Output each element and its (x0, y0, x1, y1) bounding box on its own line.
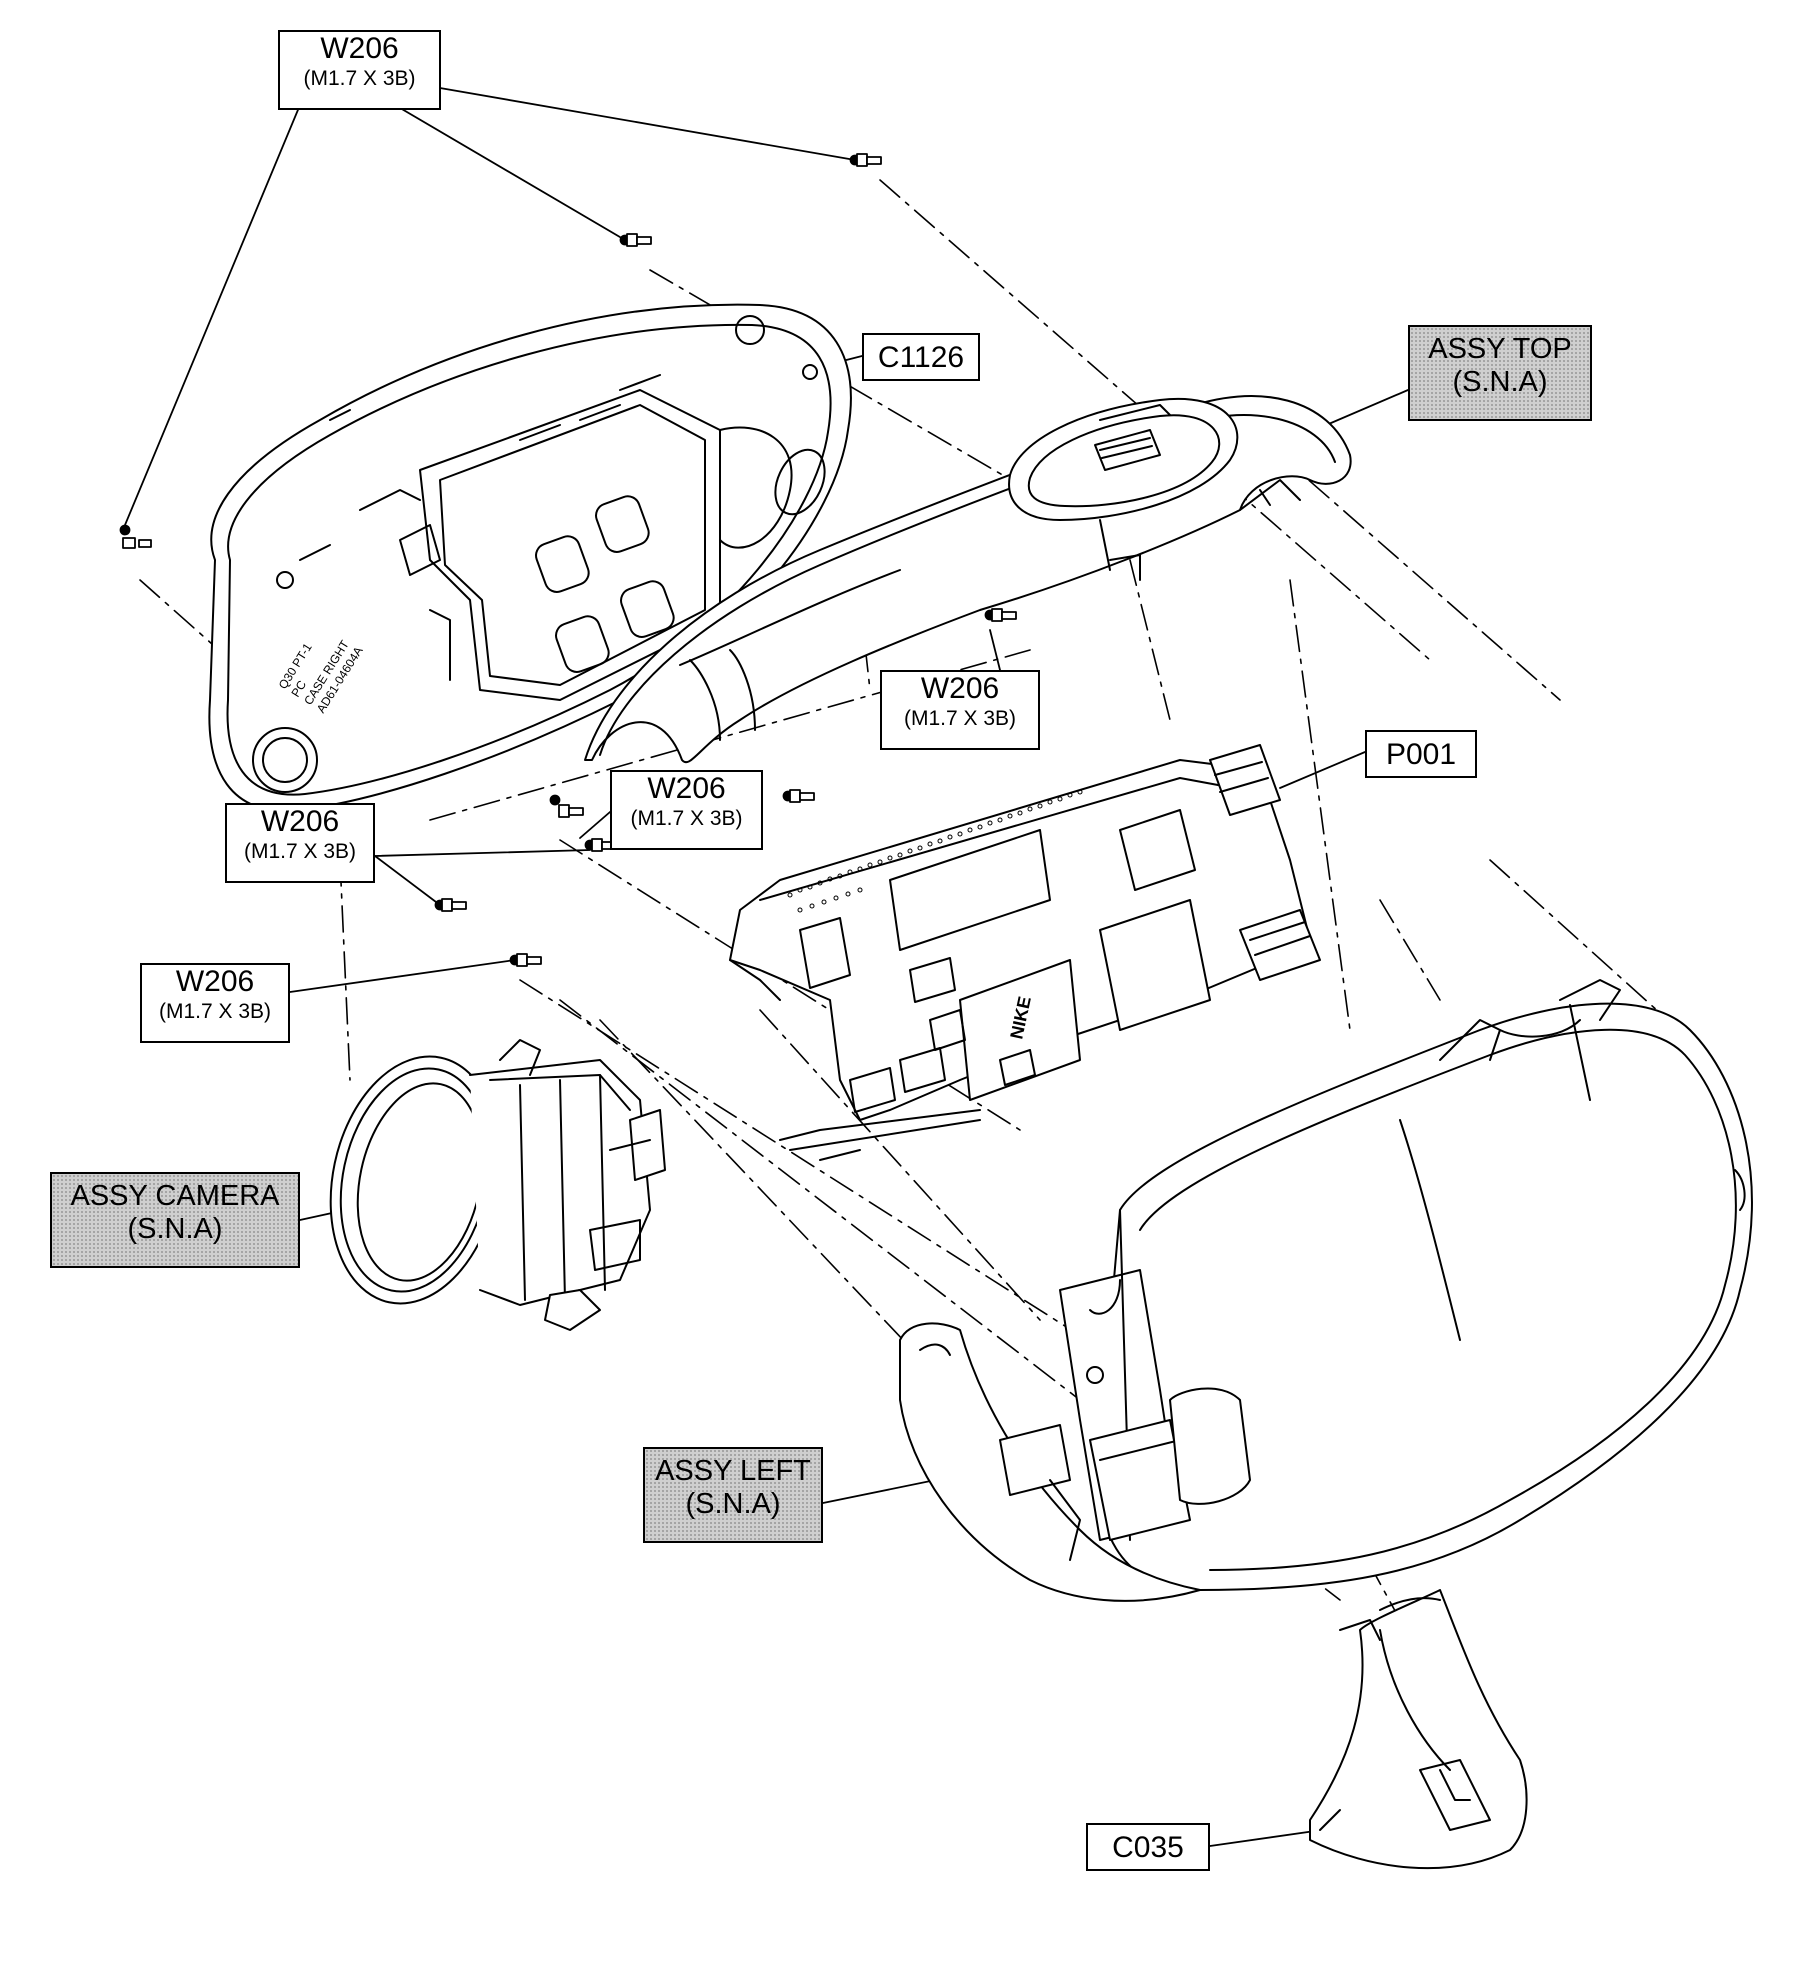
label-w206-mid-right: W206 (M1.7 X 3B) (880, 670, 1040, 750)
label-code: W206 (647, 772, 726, 805)
label-c1126: C1126 (862, 333, 980, 381)
label-w206-lower-left: W206 (M1.7 X 3B) (140, 963, 290, 1043)
screw-left (434, 898, 467, 912)
screw-center-c (782, 789, 815, 803)
label-p001: P001 (1365, 730, 1477, 778)
screw-top-right (849, 153, 882, 167)
assy-left-part (899, 979, 1753, 1602)
pcb-holes (787, 789, 1083, 913)
assy-camera-part (329, 1039, 666, 1331)
screw-mid-right (984, 608, 1017, 622)
pcb-p001-part: NIKE (729, 744, 1321, 1161)
label-assy-camera: ASSY CAMERA (S.N.A) (50, 1172, 300, 1268)
label-code: W206 (920, 672, 1000, 705)
label-code: ASSY TOP (1428, 333, 1572, 365)
screw-top-left (119, 524, 152, 549)
screw-top-mid (619, 233, 652, 247)
label-code: C035 (1112, 1831, 1184, 1864)
screw-center-a (549, 794, 584, 818)
c035-part (1309, 1589, 1528, 1870)
label-spec: (M1.7 X 3B) (903, 706, 1017, 730)
label-w206-center: W206 (M1.7 X 3B) (610, 770, 763, 850)
label-code: ASSY LEFT (655, 1455, 811, 1487)
label-assy-left: ASSY LEFT (S.N.A) (643, 1447, 823, 1543)
label-spec: (M1.7 X 3B) (243, 839, 357, 863)
label-spec: (M1.7 X 3B) (158, 999, 272, 1023)
screw-lower-left (509, 953, 542, 967)
label-code: W206 (260, 805, 340, 838)
label-spec: (S.N.A) (685, 1488, 781, 1521)
label-spec: (S.N.A) (127, 1213, 223, 1246)
label-spec: (M1.7 X 3B) (630, 806, 743, 830)
screws-w206 (119, 153, 1017, 967)
screw-center-b (584, 838, 617, 852)
label-c035: C035 (1086, 1823, 1210, 1871)
label-code: W206 (320, 32, 399, 65)
label-code: P001 (1385, 738, 1457, 771)
label-w206-top: W206 (M1.7 X 3B) (278, 30, 441, 110)
label-spec: (M1.7 X 3B) (303, 66, 416, 90)
case-right-part: Q30 PT-1 PC CASE RIGHT AD61-04604A (208, 303, 852, 812)
label-code: C1126 (877, 341, 965, 374)
label-code: W206 (175, 965, 255, 998)
label-w206-left: W206 (M1.7 X 3B) (225, 803, 375, 883)
label-spec: (S.N.A) (1452, 366, 1548, 399)
label-assy-top: ASSY TOP (S.N.A) (1408, 325, 1592, 421)
label-code: ASSY CAMERA (70, 1180, 280, 1212)
assy-top-part (584, 395, 1352, 764)
